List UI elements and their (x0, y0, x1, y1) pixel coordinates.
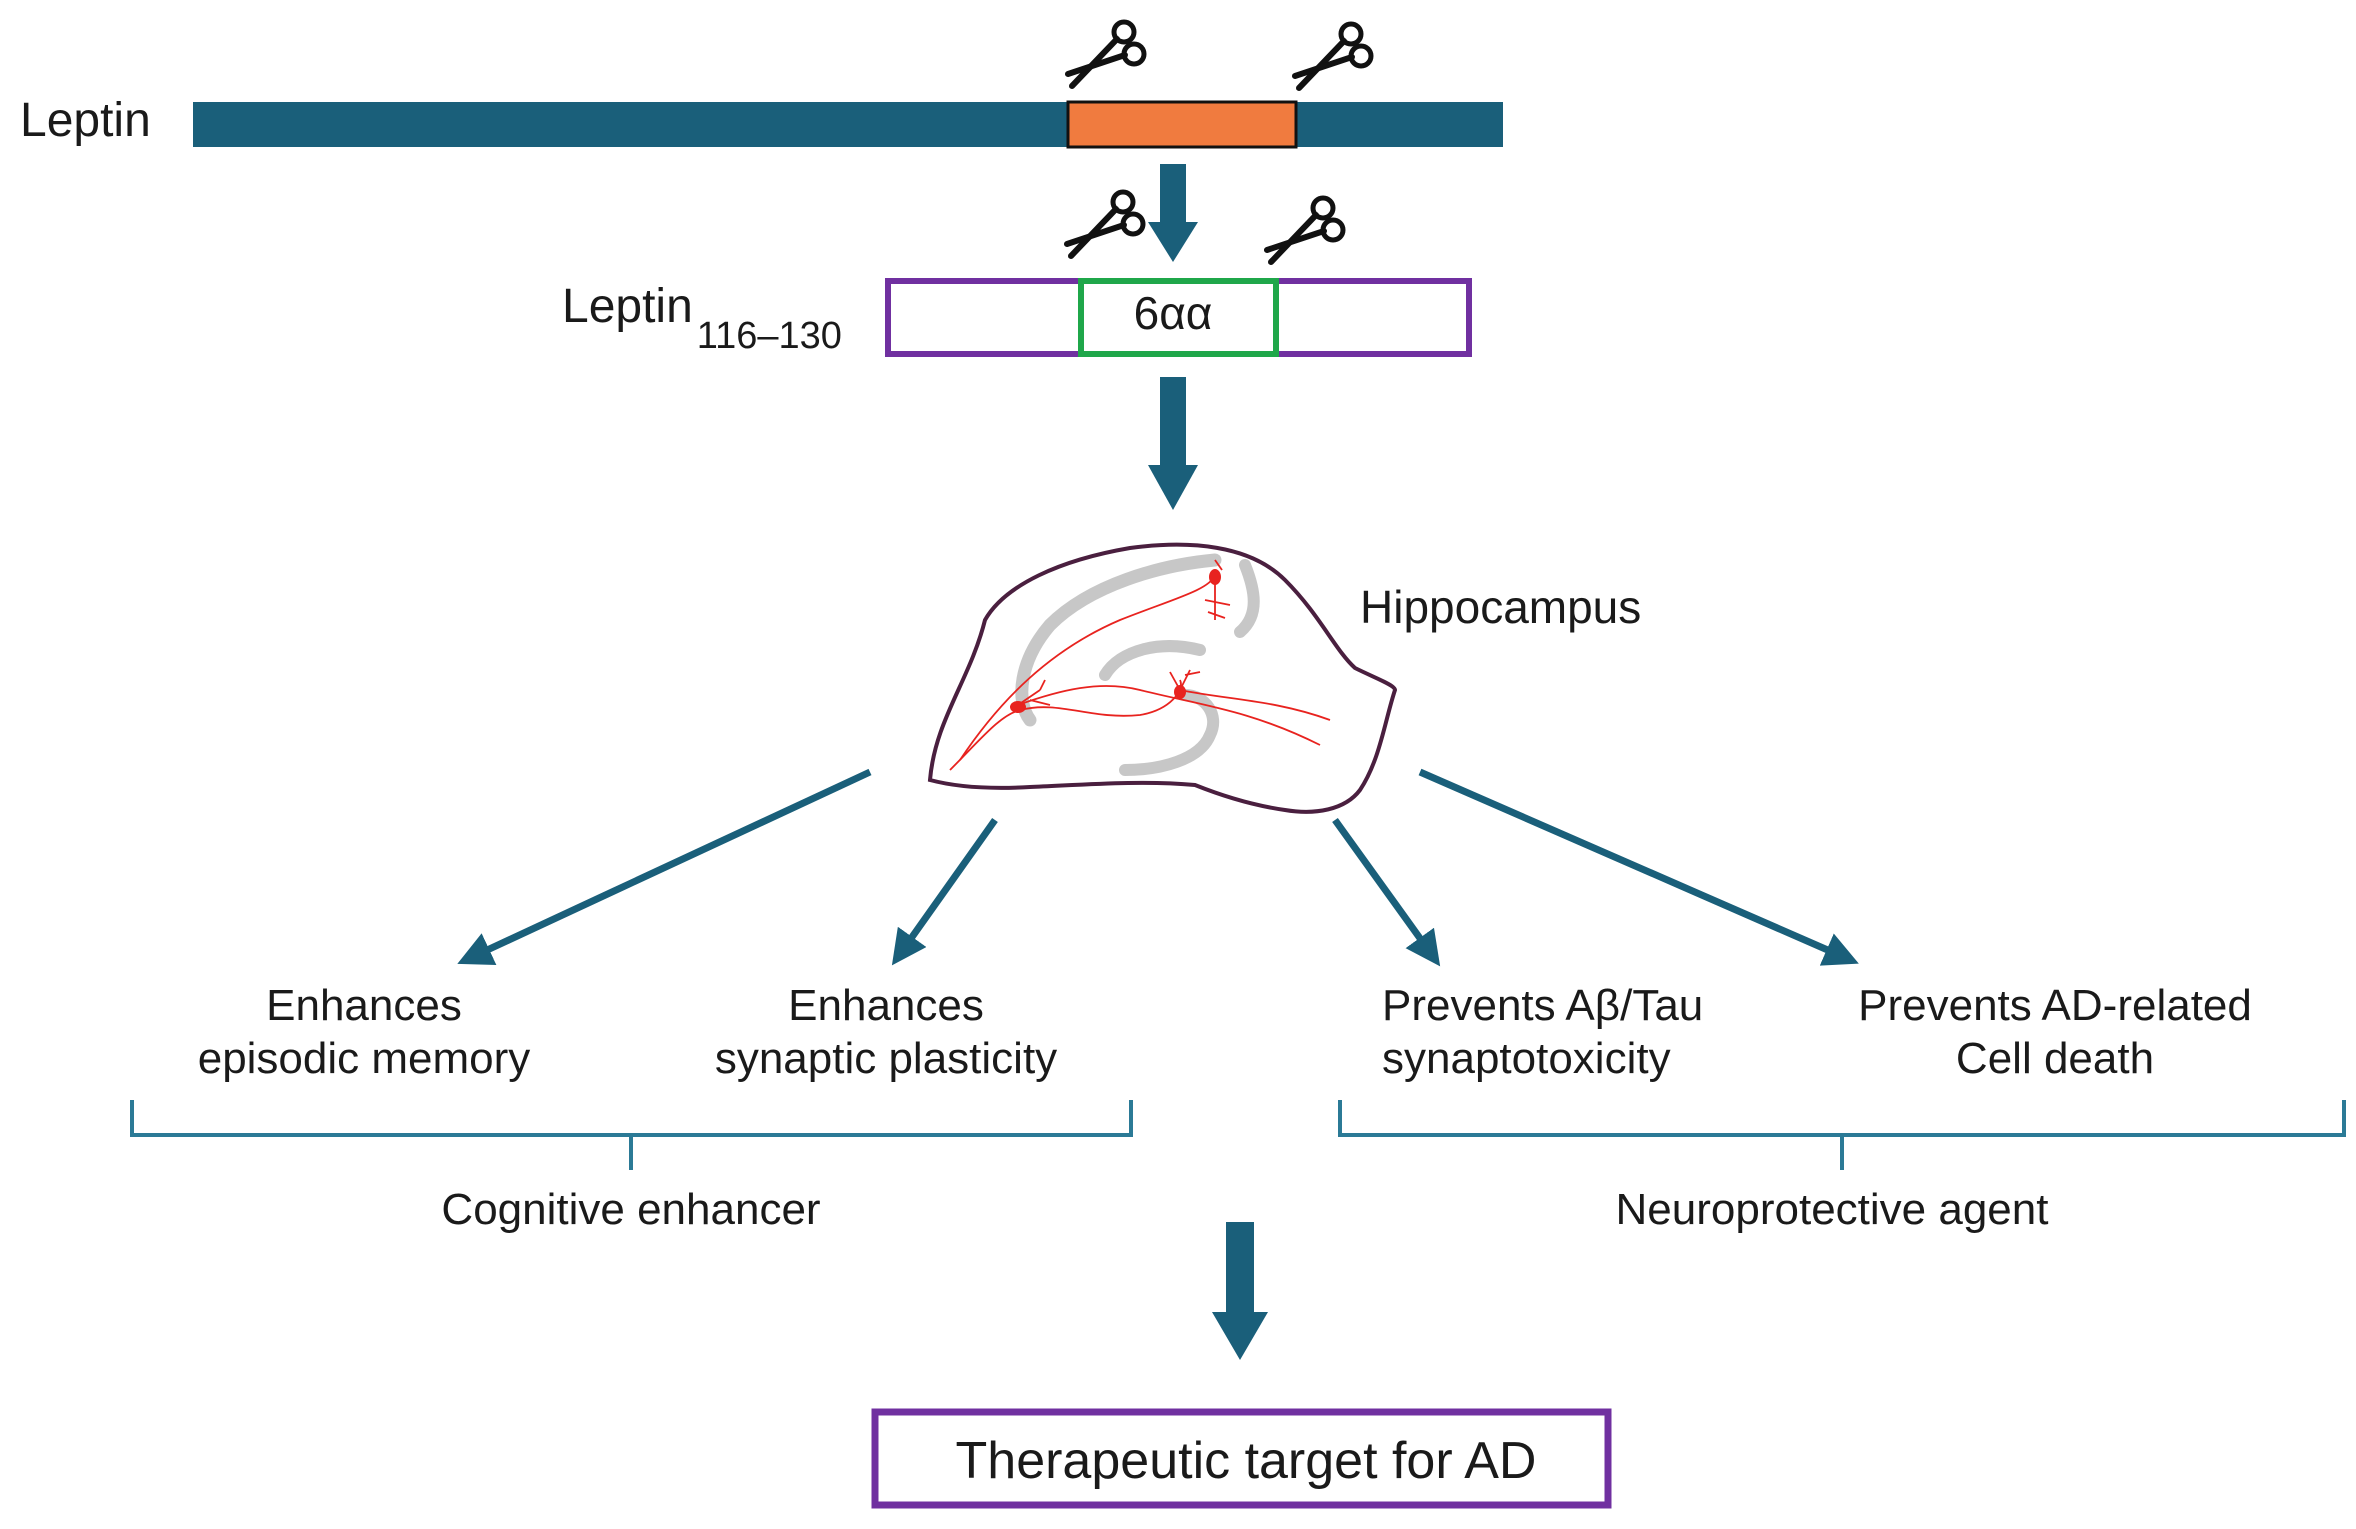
arrow-to-episodic-memory (457, 768, 872, 966)
down-arrow-icon (1148, 164, 1198, 262)
effect-line2: Cell death (1955, 1033, 2155, 1083)
target-box (871, 1408, 1612, 1509)
leptin-label: Leptin (20, 94, 151, 147)
arrow-to-cell-death (1418, 768, 1859, 966)
effect-line1: Enhances (266, 981, 462, 1030)
scissors-icon (1067, 192, 1143, 256)
group-cognitive-enhancer: Cognitive enhancer (441, 1185, 821, 1234)
motif-box (1078, 278, 1279, 357)
hippocampus-label: Hippocampus (1360, 581, 1642, 633)
fragment-subscript: 116–130 (696, 315, 842, 357)
scissors-icon (1267, 198, 1343, 262)
effect-cell-death: Prevents AD-related Cell death (1858, 980, 2252, 1086)
bracket-neuroprotective (1338, 1100, 2346, 1170)
effect-line1: Prevents AD-related (1858, 981, 2252, 1030)
effect-line1: Prevents Aβ/Tau (1382, 981, 1704, 1030)
leptin-bar (193, 102, 1503, 147)
fragment-name: Leptin (562, 280, 693, 333)
arrow-to-synaptic-plasticity (891, 817, 998, 966)
motif-label: 6αα (1133, 287, 1213, 339)
arrow-to-synaptotoxicity (1332, 817, 1441, 967)
cleaved-segment (1066, 100, 1298, 149)
effect-synaptotoxicity: Prevents Aβ/Tau synaptotoxicity (1382, 980, 1703, 1086)
therapeutic-target-label: Therapeutic target for AD (955, 1432, 1537, 1490)
effect-episodic-memory: Enhances episodic memory (198, 980, 531, 1086)
hippocampus-illustration (927, 542, 1398, 814)
effect-synaptic-plasticity: Enhances synaptic plasticity (715, 980, 1057, 1086)
bracket-cognitive (130, 1100, 1133, 1170)
scissors-icon (1068, 22, 1144, 86)
effect-line2: episodic memory (197, 1033, 531, 1083)
down-arrow-icon (1148, 377, 1198, 510)
effect-line2: synaptic plasticity (714, 1033, 1058, 1083)
down-arrow-icon (1212, 1222, 1268, 1360)
group-neuroprotective-agent: Neuroprotective agent (1615, 1185, 2049, 1234)
effect-line2: synaptotoxicity (1382, 1033, 1671, 1083)
scissors-icon (1295, 24, 1371, 88)
effect-line1: Enhances (788, 981, 984, 1030)
fragment-label: Leptin116–130 (562, 278, 842, 357)
